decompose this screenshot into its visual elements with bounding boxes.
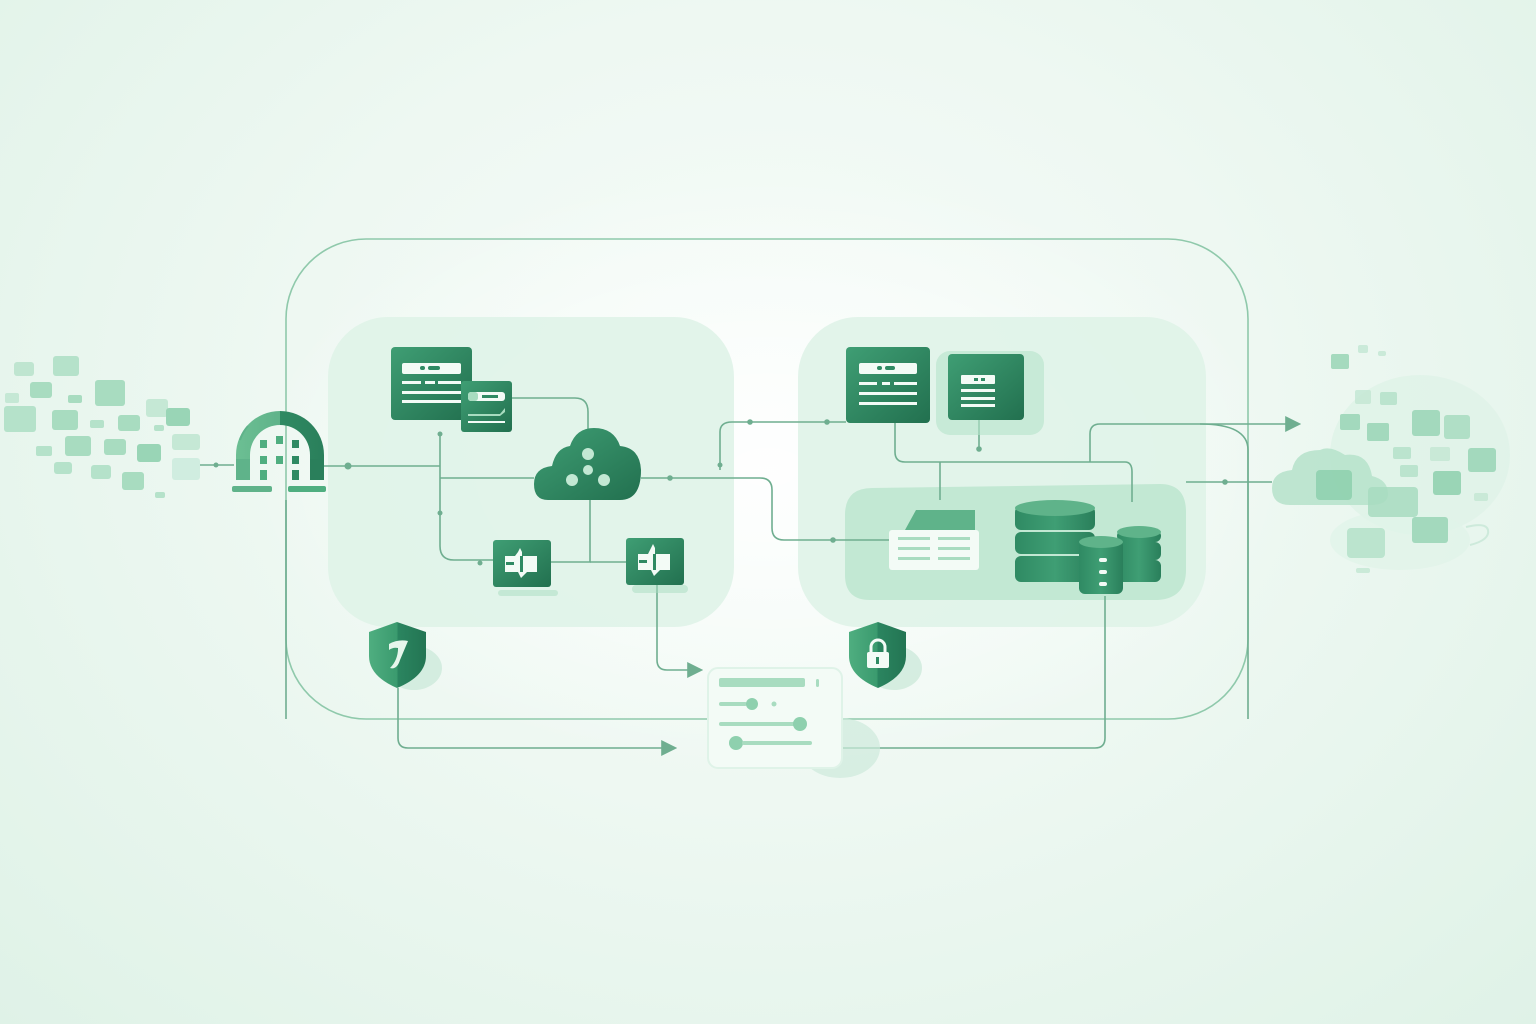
- security-shield-icon: [369, 622, 442, 690]
- server-card-icon: [936, 351, 1044, 435]
- server-card-icon: [846, 347, 930, 423]
- cloud-destination-icon: [1272, 345, 1510, 573]
- connectors: [200, 397, 1302, 756]
- server-card-small-icon: [461, 381, 512, 432]
- settings-panel-icon: [707, 667, 880, 778]
- server-card-icon: [391, 347, 472, 420]
- connector-dots: [213, 419, 1228, 566]
- gateway-arch-icon: [232, 411, 326, 492]
- cloud-hub-icon: [534, 428, 641, 500]
- database-cluster-icon: [1015, 500, 1161, 594]
- security-shield-lock-icon: [849, 622, 922, 690]
- data-particles-left: [4, 356, 200, 498]
- module-node-icon: [626, 538, 688, 593]
- data-table-icon: [889, 510, 979, 570]
- module-node-icon: [493, 540, 558, 596]
